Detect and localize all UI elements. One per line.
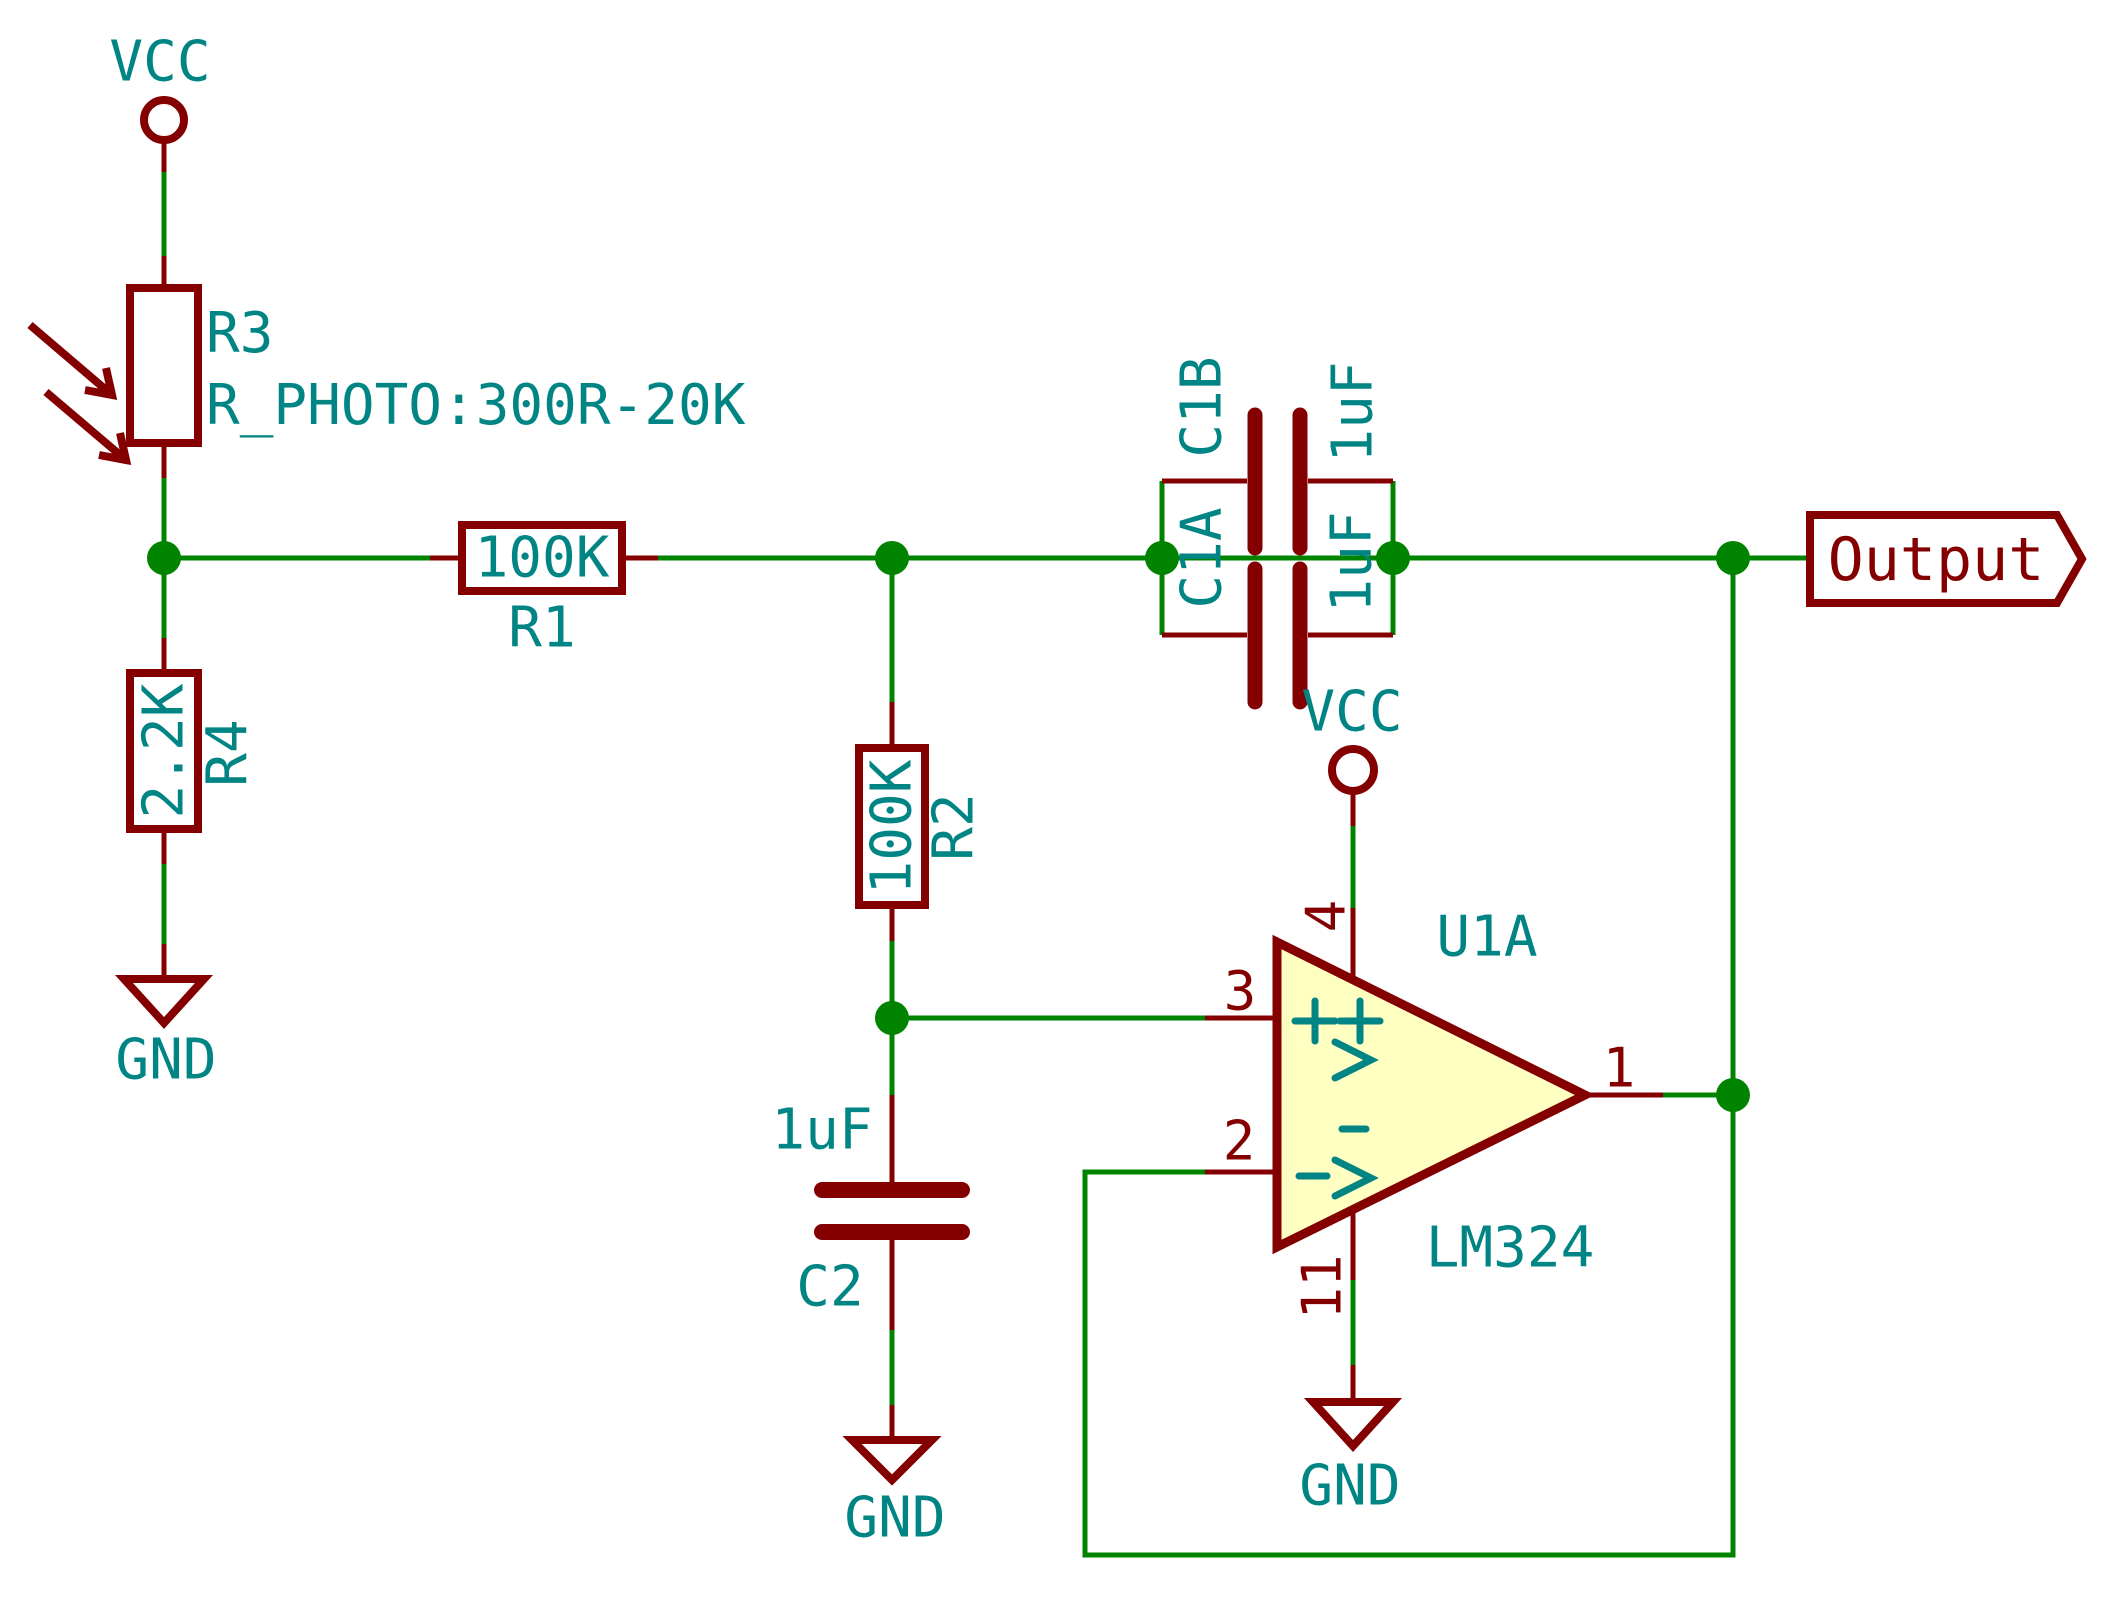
gnd-r4-label: GND	[115, 1028, 216, 1093]
gnd-symbol-u1[interactable]: GND	[1299, 1365, 1403, 1519]
output-label-outline	[1806, 511, 2087, 607]
u1a-value: LM324	[1426, 1216, 1595, 1281]
junction-cap-right[interactable]	[1376, 541, 1410, 575]
c1a-reference: C1A	[1170, 507, 1235, 608]
light-arrows-icon	[27, 321, 132, 466]
resistor-R4[interactable]: 2.2K R4	[126, 638, 261, 864]
capacitor-C2[interactable]: 1uF C2	[771, 1095, 970, 1330]
r3-body	[126, 284, 202, 447]
gnd-c2-label: GND	[844, 1486, 945, 1551]
r4-value: 2.2K	[132, 683, 197, 818]
vcc-power-symbol-top[interactable]: VCC	[109, 30, 211, 173]
vplus-marker-icon	[1331, 997, 1384, 1082]
c2-reference: C2	[796, 1255, 863, 1320]
vcc-opamp-label: VCC	[1301, 680, 1402, 745]
opamp-U1A[interactable]: 4 3 2 1 11 U1A LM324	[1205, 900, 1663, 1320]
gnd-u1-label: GND	[1299, 1454, 1400, 1519]
r2-reference: R2	[922, 793, 987, 860]
r1-value: 100K	[475, 526, 610, 591]
c1b-value: 1uF	[1321, 361, 1386, 462]
u1a-reference: U1A	[1436, 905, 1537, 970]
vcc-power-symbol-opamp[interactable]: VCC	[1301, 680, 1403, 827]
junction-r3-r4[interactable]	[147, 541, 181, 575]
r2-value: 100K	[860, 759, 925, 894]
gnd-triangle-icon	[842, 1436, 942, 1486]
r1-reference: R1	[508, 596, 575, 661]
gnd-triangle-icon	[1303, 1398, 1403, 1452]
vminus-marker-icon	[1331, 1125, 1379, 1200]
resistor-R1[interactable]: 100K R1	[430, 521, 658, 661]
capacitor-C1A[interactable]: C1A 1uF	[1162, 507, 1393, 710]
opamp-pin1-number: 1	[1603, 1037, 1636, 1100]
opamp-pin4-number: 4	[1295, 900, 1358, 933]
output-label-text: Output	[1828, 525, 2045, 595]
vcc-circle-icon	[1328, 745, 1378, 795]
junction-cap-left[interactable]	[1145, 541, 1179, 575]
hierarchical-label-output[interactable]: Output	[1806, 511, 2087, 607]
plus-input-marker-icon	[1291, 997, 1339, 1045]
resistor-R2[interactable]: 100K R2	[855, 702, 987, 941]
photoresistor-R3[interactable]: R3 R_PHOTO:300R-20K	[27, 256, 746, 478]
c1b-reference: C1B	[1170, 356, 1235, 457]
junction-output[interactable]	[1716, 541, 1750, 575]
vcc-circle-icon	[140, 96, 188, 144]
r3-value: R_PHOTO:300R-20K	[206, 373, 746, 438]
opamp-pin2-number: 2	[1223, 1110, 1256, 1173]
gnd-symbol-c2[interactable]: GND	[842, 1405, 946, 1551]
junction-r2-bottom[interactable]	[875, 1001, 909, 1035]
junction-feedback[interactable]	[1716, 1078, 1750, 1112]
gnd-symbol-r4[interactable]: GND	[114, 944, 217, 1093]
c1a-value: 1uF	[1320, 511, 1385, 612]
gnd-triangle-icon	[114, 975, 214, 1029]
r4-reference: R4	[196, 719, 261, 786]
vcc-top-label: VCC	[109, 30, 210, 95]
opamp-pin11-number: 11	[1291, 1254, 1354, 1319]
c2-value: 1uF	[771, 1098, 872, 1163]
opamp-pin3-number: 3	[1224, 960, 1257, 1023]
wire-feedback-loop[interactable]	[1082, 558, 1736, 1558]
opamp-triangle	[1272, 934, 1596, 1255]
r3-reference: R3	[206, 301, 273, 366]
junction-r2-top[interactable]	[875, 541, 909, 575]
